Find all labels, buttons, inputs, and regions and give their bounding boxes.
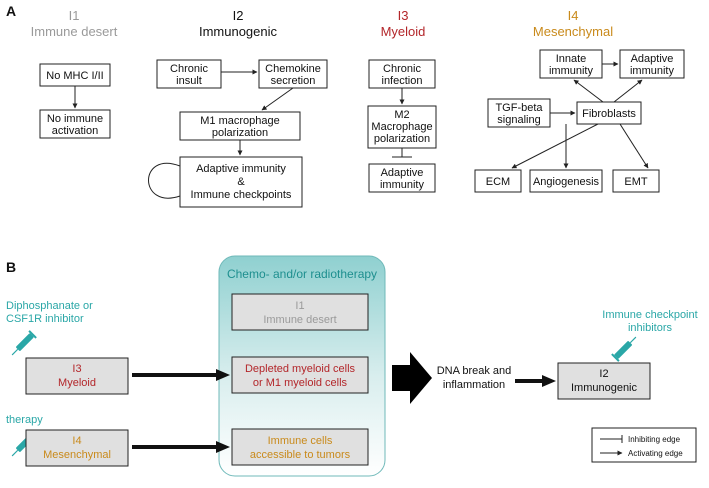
b-i3-name: Myeloid	[58, 377, 96, 389]
tgf-label-1: TGF-beta	[495, 102, 543, 114]
m1-label-2: polarization	[212, 127, 268, 139]
no-immune-activation-box	[39, 109, 111, 139]
m1-macrophage-box	[179, 111, 301, 141]
i4-adaptive-label-1: Adaptive	[631, 53, 674, 65]
no-immune-label-1: No immune	[47, 113, 103, 125]
i4-adaptive-immunity-box	[619, 49, 685, 79]
m2-macrophage-box	[367, 105, 437, 149]
adaptive-checkpoints-label-2: &	[237, 176, 245, 188]
panel-a-label: A	[6, 3, 16, 19]
no-mhc-label: No MHC I/II	[46, 70, 103, 82]
center-i1-box	[231, 293, 369, 331]
syringe-icon	[11, 330, 37, 356]
depleted-myeloid-label-2: or M1 myeloid cells	[253, 377, 348, 389]
depleted-myeloid-box	[231, 356, 369, 394]
edge-fibroblasts-to-innate	[573, 79, 604, 103]
chronic-insult-label-2: insult	[176, 75, 202, 87]
m1-label-1: M1 macrophage	[200, 115, 280, 127]
legend-inhibit-label: Inhibiting edge	[628, 435, 681, 444]
adaptive-checkpoints-label-3: Immune checkpoints	[191, 189, 292, 201]
i1-header-name: Immune desert	[31, 24, 118, 39]
i3-adaptive-label-1: Adaptive	[381, 167, 424, 179]
tgf-beta-box	[487, 98, 551, 128]
fibroblasts-label: Fibroblasts	[582, 108, 636, 120]
emt-label: EMT	[624, 176, 648, 188]
angiogenesis-label: Angiogenesis	[533, 176, 600, 188]
chronic-insult-label-1: Chronic	[170, 63, 208, 75]
i2-header-name: Immunogenic	[199, 24, 278, 39]
dna-break-label-1: DNA break and	[437, 365, 512, 377]
panel-b-label: B	[6, 259, 16, 275]
ecm-label: ECM	[486, 176, 510, 188]
m2-label-2: Macrophage	[371, 121, 432, 133]
tgf-label-2: signaling	[497, 114, 540, 126]
b-i3-id: I3	[72, 363, 81, 375]
i3-adaptive-label-2: immunity	[380, 179, 425, 191]
syringe-icon	[611, 336, 637, 362]
edge-legend	[591, 427, 697, 463]
b-i2-name: Immunogenic	[571, 382, 638, 394]
immune-cells-label-1: Immune cells	[268, 435, 333, 447]
fibroblasts-box	[576, 101, 642, 125]
dna-break-label-2: inflammation	[443, 379, 505, 391]
edge-fibroblasts-to-adaptive	[613, 79, 643, 103]
arrow-i4-to-immune-head	[216, 441, 230, 453]
chemokine-label-1: Chemokine	[265, 63, 321, 75]
big-block-arrow	[392, 352, 432, 404]
i2-header-id: I2	[233, 8, 244, 23]
innate-label-2: immunity	[549, 65, 594, 77]
immune-cells-label-2: accessible to tumors	[250, 449, 351, 461]
i4-header-name: Mesenchymal	[533, 24, 613, 39]
chronic-insult-box	[156, 59, 222, 89]
b-i2-id: I2	[599, 368, 608, 380]
depleted-myeloid-label-1: Depleted myeloid cells	[245, 363, 356, 375]
i3-adaptive-immunity-box	[368, 163, 436, 193]
angiogenesis-box	[529, 169, 603, 193]
ecm-box	[474, 169, 522, 193]
infection-label-1: Chronic	[383, 63, 421, 75]
b-i2-immunogenic-box	[557, 362, 651, 400]
b-i4-name: Mesenchymal	[43, 449, 111, 461]
i4-header-id: I4	[568, 8, 579, 23]
i4-adaptive-label-2: immunity	[630, 65, 675, 77]
b-i3-myeloid-box	[25, 357, 129, 395]
checkpoint-inhibitors-label-2: inhibitors	[628, 322, 673, 334]
checkpoint-inhibitors-label-1: Immune checkpoint	[602, 309, 697, 321]
center-i1-id: I1	[295, 300, 304, 312]
chemokine-secretion-box	[258, 59, 328, 89]
edge-fibroblasts-to-ecm	[511, 123, 599, 169]
i3-header-name: Myeloid	[381, 24, 426, 39]
m2-label-1: M2	[394, 109, 409, 121]
chronic-infection-box	[368, 59, 436, 89]
adaptive-checkpoints-label-1: Adaptive immunity	[196, 163, 286, 175]
i1-header-id: I1	[69, 8, 80, 23]
no-immune-label-2: activation	[52, 125, 98, 137]
arrow-i3-to-depleted-head	[216, 369, 230, 381]
i3-header-id: I3	[398, 8, 409, 23]
arrow-to-immunogenic-head	[542, 375, 556, 387]
self-inhibit-loop	[148, 162, 181, 199]
chemo-radiotherapy-title: Chemo- and/or radiotherapy	[227, 267, 377, 281]
b-i4-id: I4	[72, 435, 81, 447]
immune-cells-accessible-box	[231, 428, 369, 466]
drug-csf1r-label-1: Diphosphanate or	[6, 300, 93, 312]
adaptive-checkpoints-box	[179, 156, 303, 208]
edge-chemokine-to-m1	[261, 87, 294, 111]
center-i1-name: Immune desert	[263, 314, 336, 326]
edge-fibroblasts-to-emt	[619, 123, 649, 169]
emt-box	[612, 169, 660, 193]
innate-label-1: Innate	[556, 53, 587, 65]
drug-therapy-label: therapy	[6, 414, 43, 426]
drug-csf1r-label-2: CSF1R inhibitor	[6, 313, 84, 325]
innate-immunity-box	[539, 49, 603, 79]
m2-label-3: polarization	[374, 133, 430, 145]
chemokine-label-2: secretion	[271, 75, 316, 87]
b-i4-mesenchymal-box	[25, 429, 129, 467]
infection-label-2: infection	[382, 75, 423, 87]
legend-activate-label: Activating edge	[628, 449, 683, 458]
